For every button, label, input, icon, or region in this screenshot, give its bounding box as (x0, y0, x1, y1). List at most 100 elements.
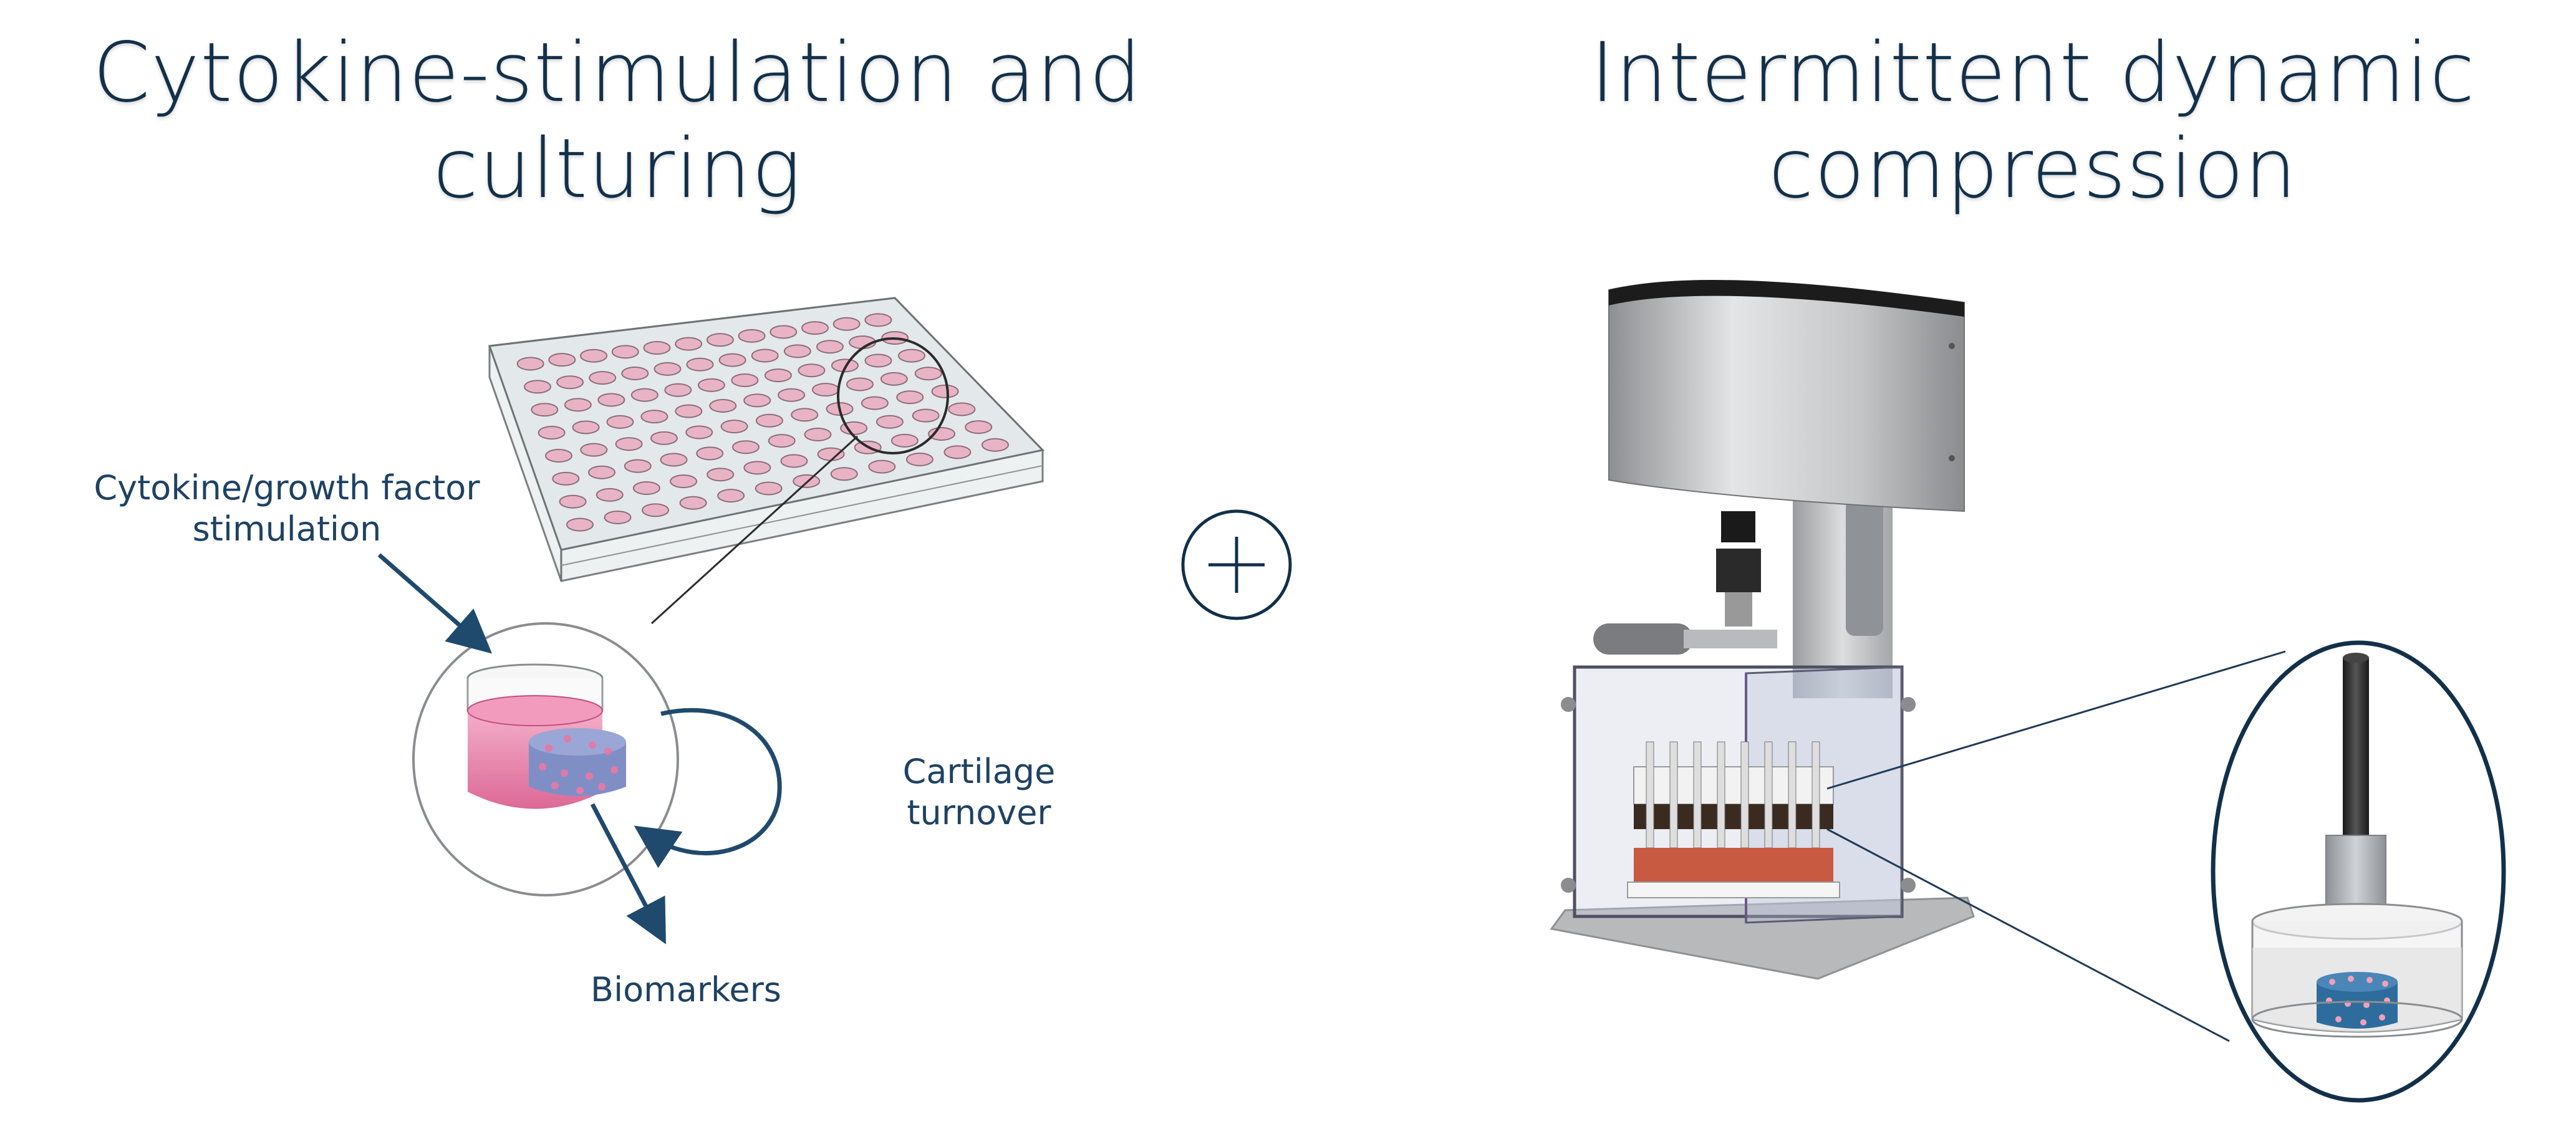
plate-well (764, 368, 792, 383)
plate-well (751, 348, 779, 363)
well-zoom-circle (412, 622, 679, 896)
cell-dot (598, 783, 605, 790)
plate-well (523, 380, 551, 394)
zoom-connector-line (650, 435, 859, 625)
plate-well (890, 433, 919, 448)
right-panel-title: Intermittent dynamic compression (1534, 25, 2532, 217)
plate-well (588, 465, 616, 479)
plate-well (572, 420, 600, 435)
plate-well (812, 383, 840, 397)
plate-well (830, 467, 858, 481)
compression-pin (1740, 741, 1749, 848)
plate-well (589, 371, 617, 385)
plate-well (914, 367, 942, 381)
plate-well (943, 445, 972, 459)
compression-pin (1764, 741, 1773, 848)
plate-well (650, 431, 678, 445)
plate-well (531, 403, 559, 417)
cartilage-turnover-label: Cartilage turnover (848, 751, 1110, 833)
cell-dot (2329, 979, 2335, 985)
inset-connector-bottom (1826, 828, 2230, 1042)
plate-well (685, 425, 713, 440)
stimulation-label-line2: stimulation (192, 509, 382, 549)
plate-well (780, 454, 808, 468)
plate-well (538, 426, 566, 440)
cell-dot (2335, 1016, 2342, 1022)
inset-connector-top (1826, 650, 2286, 790)
compression-pin (1717, 741, 1725, 848)
left-title-line2: culturing (433, 121, 802, 217)
plate-well (621, 366, 649, 380)
plate-well (707, 468, 735, 482)
plate-well (931, 384, 959, 398)
plate-well (868, 459, 896, 474)
plate-well (611, 345, 639, 359)
plate-well (864, 313, 892, 327)
plate-well (981, 438, 1009, 452)
left-panel-title: Cytokine-stimulation and culturing (50, 25, 1185, 217)
compression-pin (1693, 741, 1702, 848)
right-title-line2: compression (1768, 121, 2297, 217)
plate-well (912, 408, 940, 423)
compression-zoom-inset (2211, 640, 2506, 1103)
plate-well (864, 353, 892, 368)
plate-well (630, 388, 658, 402)
plate-well (606, 415, 634, 429)
well-plate-illustration (488, 297, 1044, 582)
plate-well (706, 333, 734, 347)
cell-dot (2360, 1019, 2366, 1026)
cell-dot (2382, 981, 2388, 987)
plate-well (832, 317, 861, 331)
compression-pin (1646, 741, 1654, 848)
plate-well (768, 434, 796, 448)
plate-well (660, 453, 688, 467)
plate-well (580, 443, 608, 457)
plate-well (831, 358, 859, 373)
plate-well (798, 363, 826, 378)
plate-well (718, 353, 746, 367)
plate-well (738, 329, 766, 343)
plate-well (632, 481, 660, 495)
plate-well (755, 481, 783, 496)
plate-well (559, 494, 587, 509)
plate-well (596, 488, 624, 502)
cell-dot (604, 747, 612, 755)
cell-dot (2348, 976, 2354, 982)
plate-well (793, 474, 821, 488)
plate-well (664, 383, 692, 397)
plate-well (556, 375, 584, 390)
plate-well (804, 427, 832, 441)
compression-pins (1646, 741, 1820, 848)
plate-well (686, 357, 714, 372)
plus-circle-icon (1181, 509, 1292, 620)
cell-dot (610, 766, 618, 774)
plate-well (861, 396, 889, 410)
cell-dot (2363, 1002, 2370, 1008)
right-title-line1: Intermittent dynamic (1590, 25, 2476, 121)
plate-well (544, 448, 572, 463)
left-title-line1: Cytokine-stimulation and (92, 25, 1142, 121)
plate-well (816, 340, 844, 354)
cell-dot (545, 744, 552, 752)
plate-well (965, 420, 993, 435)
plate-well (876, 415, 904, 429)
cell-dot (551, 782, 559, 789)
stimulation-arrow (377, 553, 493, 654)
plate-well (743, 461, 771, 475)
plate-well (743, 393, 771, 408)
plate-well (880, 372, 908, 386)
plate-well (731, 373, 759, 387)
cell-dot (564, 735, 571, 742)
cartilage-label-line2: turnover (907, 793, 1051, 832)
plate-well (731, 440, 760, 454)
stimulation-label-line1: Cytokine/growth factor (94, 468, 480, 507)
stimulation-label: Cytokine/growth factor stimulation (62, 468, 511, 550)
plate-well (615, 437, 643, 451)
plate-well (697, 378, 725, 392)
plate-well (897, 348, 925, 363)
plate-well (905, 452, 933, 466)
compression-pin (1788, 741, 1797, 848)
plate-well (654, 362, 682, 376)
plate-well (791, 408, 819, 422)
cell-dot (586, 772, 593, 780)
